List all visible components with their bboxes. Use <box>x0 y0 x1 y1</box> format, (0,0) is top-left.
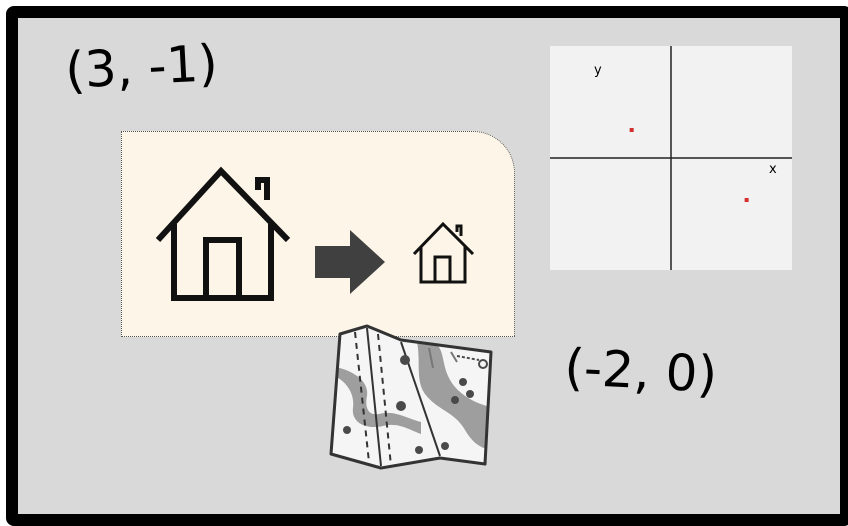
plot-point-1 <box>629 128 634 132</box>
scale-card <box>121 131 515 337</box>
large-house-icon <box>155 166 291 301</box>
plot-point-2 <box>744 198 749 202</box>
x-axis-label: x <box>769 162 777 177</box>
y-axis-label: y <box>594 63 602 78</box>
small-house-icon <box>412 221 475 284</box>
coordinate-label-a: (3, -1) <box>63 34 220 100</box>
coordinate-plot: y x <box>550 46 792 270</box>
arrow-right-icon <box>315 230 385 294</box>
coordinate-label-b: (-2, 0) <box>563 338 719 404</box>
map-icon <box>325 322 499 470</box>
